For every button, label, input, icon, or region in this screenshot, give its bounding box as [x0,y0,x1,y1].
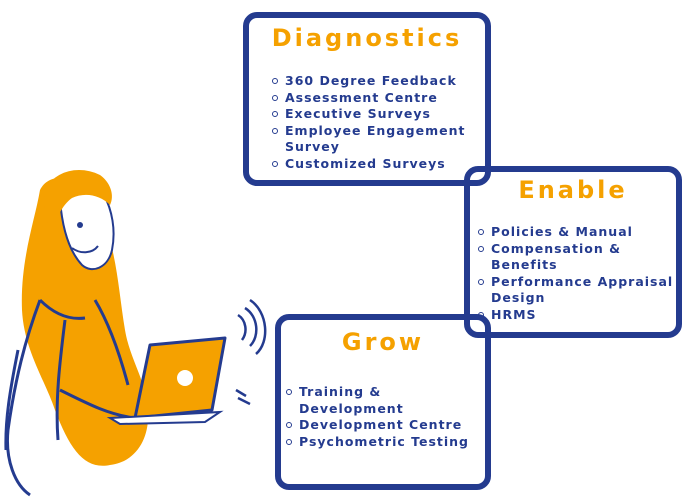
grow-box: Grow Training & Development Development … [275,314,491,490]
grow-title: Grow [341,328,425,356]
enable-list: Policies & Manual Compensation & Benefit… [478,224,688,323]
hair-shape [21,177,149,466]
laptop-logo-icon [177,370,193,386]
list-item: Policies & Manual [478,224,688,241]
signal-waves-icon [237,298,267,355]
diagnostics-title: Diagnostics [271,24,463,52]
list-item: Psychometric Testing [286,434,491,451]
list-item: Employee Engagement Survey [272,123,487,156]
list-item: Customized Surveys [272,156,487,173]
fringe-shape [43,170,112,235]
woman-with-laptop-illustration [4,170,267,497]
list-item: Performance Appraisal Design [478,274,688,307]
list-item: Compensation & Benefits [478,241,688,274]
list-item: HRMS [478,307,688,324]
list-item: Development Centre [286,417,491,434]
list-item: Training & Development [286,384,491,417]
list-item: 360 Degree Feedback [272,73,487,90]
diagnostics-list: 360 Degree Feedback Assessment Centre Ex… [272,73,487,172]
blazer-shape [5,298,130,497]
list-item: Assessment Centre [272,90,487,107]
diagnostics-box: Diagnostics 360 Degree Feedback Assessme… [243,12,491,186]
list-item: Executive Surveys [272,106,487,123]
grow-list: Training & Development Development Centr… [286,384,491,450]
enable-box: Enable Policies & Manual Compensation & … [464,166,682,338]
enable-title: Enable [518,176,628,204]
